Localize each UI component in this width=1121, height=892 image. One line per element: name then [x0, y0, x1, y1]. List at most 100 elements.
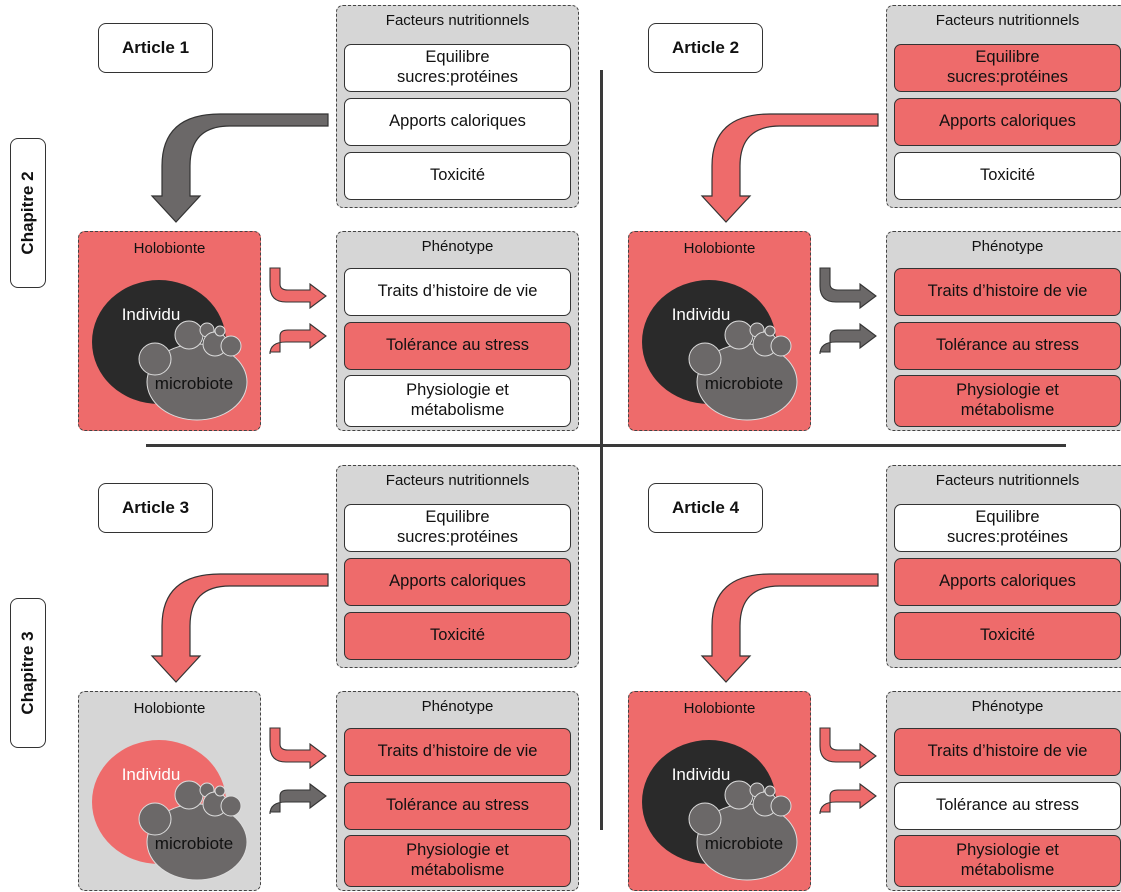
microbe-bubble	[724, 780, 754, 810]
facteurs-title: Facteurs nutritionnels	[935, 472, 1080, 489]
curved-arrow-shape	[150, 573, 329, 683]
microbe-bubble	[138, 802, 172, 836]
holobionte-illustration: Individu microbiote	[642, 280, 798, 421]
small-arrow-shape	[269, 727, 327, 770]
small-arrow	[269, 782, 327, 815]
article-label: Article 4	[648, 483, 763, 533]
article-label: Article 3	[98, 483, 213, 533]
microbe-bubble	[770, 335, 792, 357]
phenotype-item: Traits d’histoire de vie	[344, 268, 571, 316]
small-arrow	[269, 727, 327, 770]
facteur-item: Toxicité	[894, 152, 1121, 200]
small-arrow	[819, 727, 877, 770]
small-arrow-shape	[819, 267, 877, 310]
curved-arrow-shape	[700, 573, 879, 683]
small-arrow-shape	[269, 267, 327, 310]
curved-arrow-shape	[150, 113, 329, 223]
small-arrow	[269, 267, 327, 310]
vertical-divider	[600, 70, 603, 830]
phenotype-item: Tolérance au stress	[894, 782, 1121, 830]
chapter-label-text: Chapitre 3	[18, 631, 37, 715]
microbe-bubble	[214, 325, 226, 337]
microbe-bubble	[214, 785, 226, 797]
small-arrow-shape	[269, 322, 327, 355]
phenotype-title: Phénotype	[421, 698, 494, 715]
individu-label: Individu	[122, 765, 181, 784]
facteur-item: Apports caloriques	[894, 558, 1121, 606]
small-arrow-shape	[269, 782, 327, 815]
individu-label: Individu	[672, 305, 731, 324]
microbe-bubble	[770, 795, 792, 817]
curved-arrow	[150, 113, 329, 223]
facteur-item: Apports caloriques	[894, 98, 1121, 146]
microbiote-label: microbiote	[155, 374, 233, 393]
facteurs-title: Facteurs nutritionnels	[935, 12, 1080, 29]
small-arrow	[819, 267, 877, 310]
phenotype-item: Tolérance au stress	[894, 322, 1121, 370]
holobionte-title: Holobionte	[133, 700, 206, 717]
microbe-bubble	[220, 335, 242, 357]
facteurs-title: Facteurs nutritionnels	[385, 472, 530, 489]
microbe-bubble	[764, 785, 776, 797]
facteur-item: Toxicité	[344, 152, 571, 200]
facteur-item: Apports caloriques	[344, 558, 571, 606]
phenotype-title: Phénotype	[971, 698, 1044, 715]
article-label: Article 1	[98, 23, 213, 73]
holobionte-illustration: Individu microbiote	[92, 280, 248, 421]
small-arrow-shape	[819, 782, 877, 815]
chapter-label-3: Chapitre 3	[10, 598, 46, 748]
phenotype-item: Traits d’histoire de vie	[344, 728, 571, 776]
phenotype-item: Tolérance au stress	[344, 322, 571, 370]
microbiote-label: microbiote	[705, 834, 783, 853]
horizontal-divider	[146, 444, 1066, 447]
chapter-label-2: Chapitre 2	[10, 138, 46, 288]
microbe-bubble	[688, 342, 722, 376]
microbe-bubble	[764, 325, 776, 337]
curved-arrow	[700, 113, 879, 223]
phenotype-item: Traits d’histoire de vie	[894, 268, 1121, 316]
chapter-label-text: Chapitre 2	[18, 171, 37, 255]
microbe-bubble	[220, 795, 242, 817]
small-arrow-shape	[819, 322, 877, 355]
microbe-bubble	[138, 342, 172, 376]
individu-label: Individu	[672, 765, 731, 784]
holobionte-title: Holobionte	[133, 240, 206, 257]
phenotype-title: Phénotype	[421, 238, 494, 255]
microbe-bubble	[688, 802, 722, 836]
small-arrow-shape	[819, 727, 877, 770]
small-arrow	[819, 322, 877, 355]
microbiote-label: microbiote	[705, 374, 783, 393]
article-label: Article 2	[648, 23, 763, 73]
phenotype-title: Phénotype	[971, 238, 1044, 255]
microbe-bubble	[174, 320, 204, 350]
holobionte-title: Holobionte	[683, 240, 756, 257]
facteur-item: Toxicité	[344, 612, 571, 660]
curved-arrow	[700, 573, 879, 683]
curved-arrow-shape	[700, 113, 879, 223]
holobionte-title: Holobionte	[683, 700, 756, 717]
small-arrow	[269, 322, 327, 355]
facteurs-title: Facteurs nutritionnels	[385, 12, 530, 29]
facteur-item: Toxicité	[894, 612, 1121, 660]
individu-label: Individu	[122, 305, 181, 324]
microbe-bubble	[724, 320, 754, 350]
